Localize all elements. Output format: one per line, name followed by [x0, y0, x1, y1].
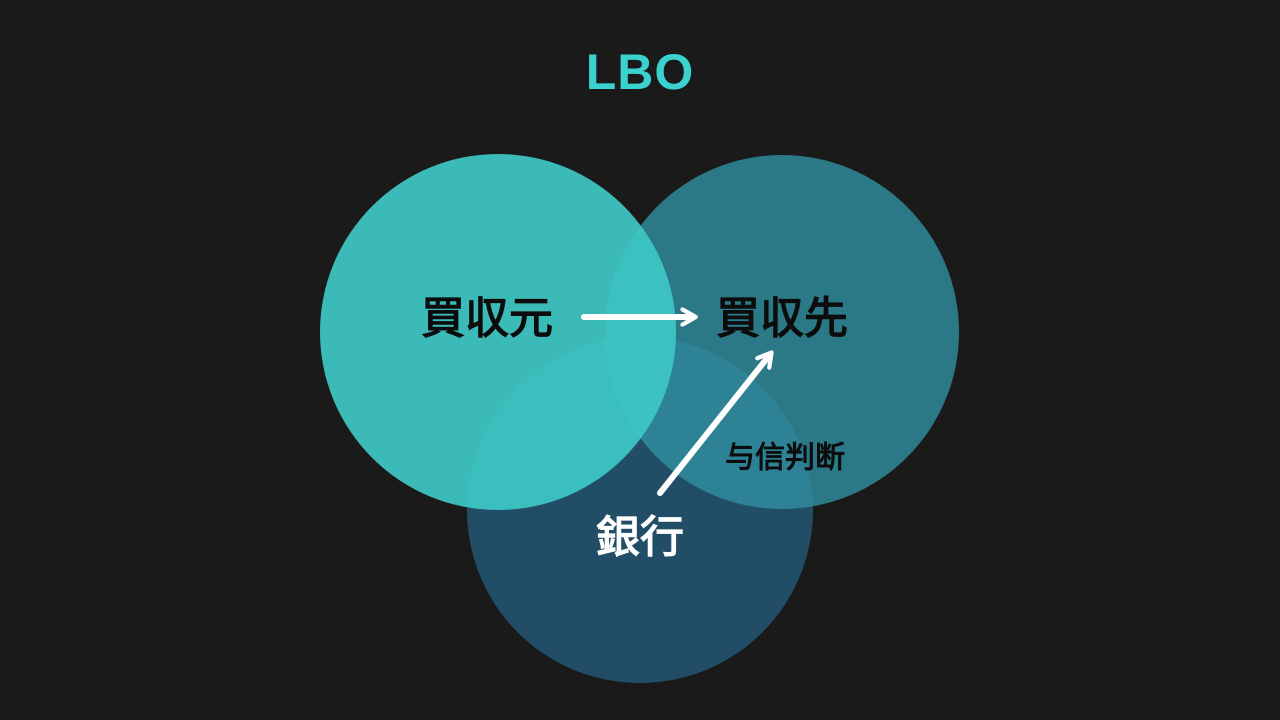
- target-label: 買収先: [716, 293, 848, 344]
- credit-arrow: [657, 357, 768, 496]
- acquirer-label: 買収元: [421, 293, 553, 344]
- target-circle: [605, 155, 959, 509]
- credit-judgment-label: 与信判断: [725, 441, 845, 476]
- bank-label: 銀行: [596, 512, 684, 563]
- acquirer-circle: [320, 154, 676, 510]
- page-title: LBO: [585, 44, 695, 100]
